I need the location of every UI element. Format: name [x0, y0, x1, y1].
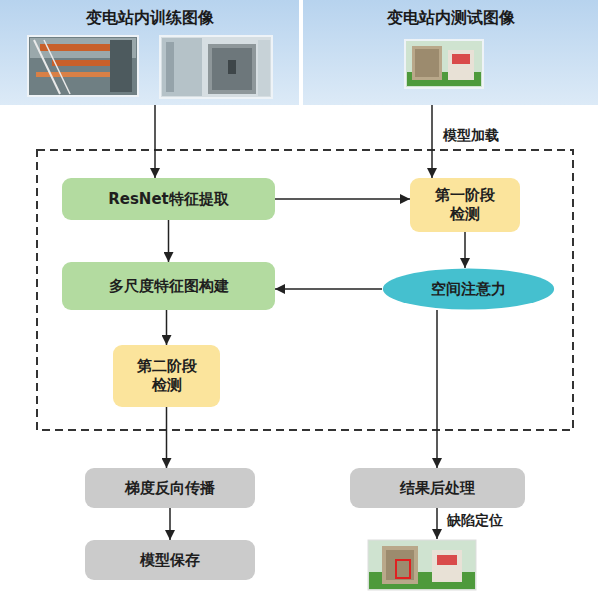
- node-text: 空间注意力: [431, 280, 506, 299]
- node-text: ResNet特征提取: [108, 190, 229, 209]
- node-text: 变电站内测试图像: [387, 8, 515, 28]
- process-box: 结果后处理: [350, 468, 525, 508]
- header-band: [303, 0, 598, 105]
- node-text: 第一阶段 检测: [431, 186, 500, 224]
- output-arrow: [436, 508, 438, 539]
- result-photo: [368, 540, 476, 590]
- attention-ellipse: 空间注意力: [382, 268, 555, 310]
- stage-box: 第二阶段 检测: [113, 345, 220, 407]
- process-box: ResNet特征提取: [62, 178, 275, 220]
- flow-arrow: [154, 105, 156, 178]
- flow-arrow: [275, 198, 410, 200]
- training-photo: [28, 36, 138, 96]
- flow-arrow: [169, 508, 171, 540]
- test-photo: [405, 40, 483, 88]
- dashed-frame: [37, 150, 573, 430]
- node-text: 结果后处理: [400, 479, 475, 498]
- node-text: 变电站内训练图像: [86, 8, 214, 28]
- training-photo: [160, 36, 272, 98]
- edge-label: 模型加载: [441, 127, 501, 144]
- output-label: 缺陷定位: [445, 512, 505, 529]
- node-text: 梯度反向传播: [125, 479, 215, 498]
- process-box: 多尺度特征图构建: [62, 262, 275, 310]
- ellipse-fill: [383, 268, 554, 309]
- node-text: 多尺度特征图构建: [109, 277, 229, 296]
- image-source-band: 变电站内训练图像: [0, 0, 299, 105]
- flow-arrow: [275, 288, 382, 290]
- flow-arrow: [166, 407, 168, 468]
- process-box: 梯度反向传播: [85, 468, 255, 508]
- flow-arrow: [464, 232, 466, 268]
- flow-arrow: [431, 105, 433, 178]
- stage-box: 第一阶段 检测: [410, 178, 520, 232]
- process-box: 模型保存: [85, 540, 255, 580]
- header-band: [0, 0, 299, 105]
- flow-arrow: [166, 310, 168, 345]
- flow-arrow: [436, 310, 438, 468]
- node-text: 模型保存: [140, 551, 200, 570]
- node-text: 第二阶段 检测: [132, 357, 201, 395]
- image-source-band: 变电站内测试图像: [303, 0, 598, 105]
- flow-arrow: [168, 220, 170, 262]
